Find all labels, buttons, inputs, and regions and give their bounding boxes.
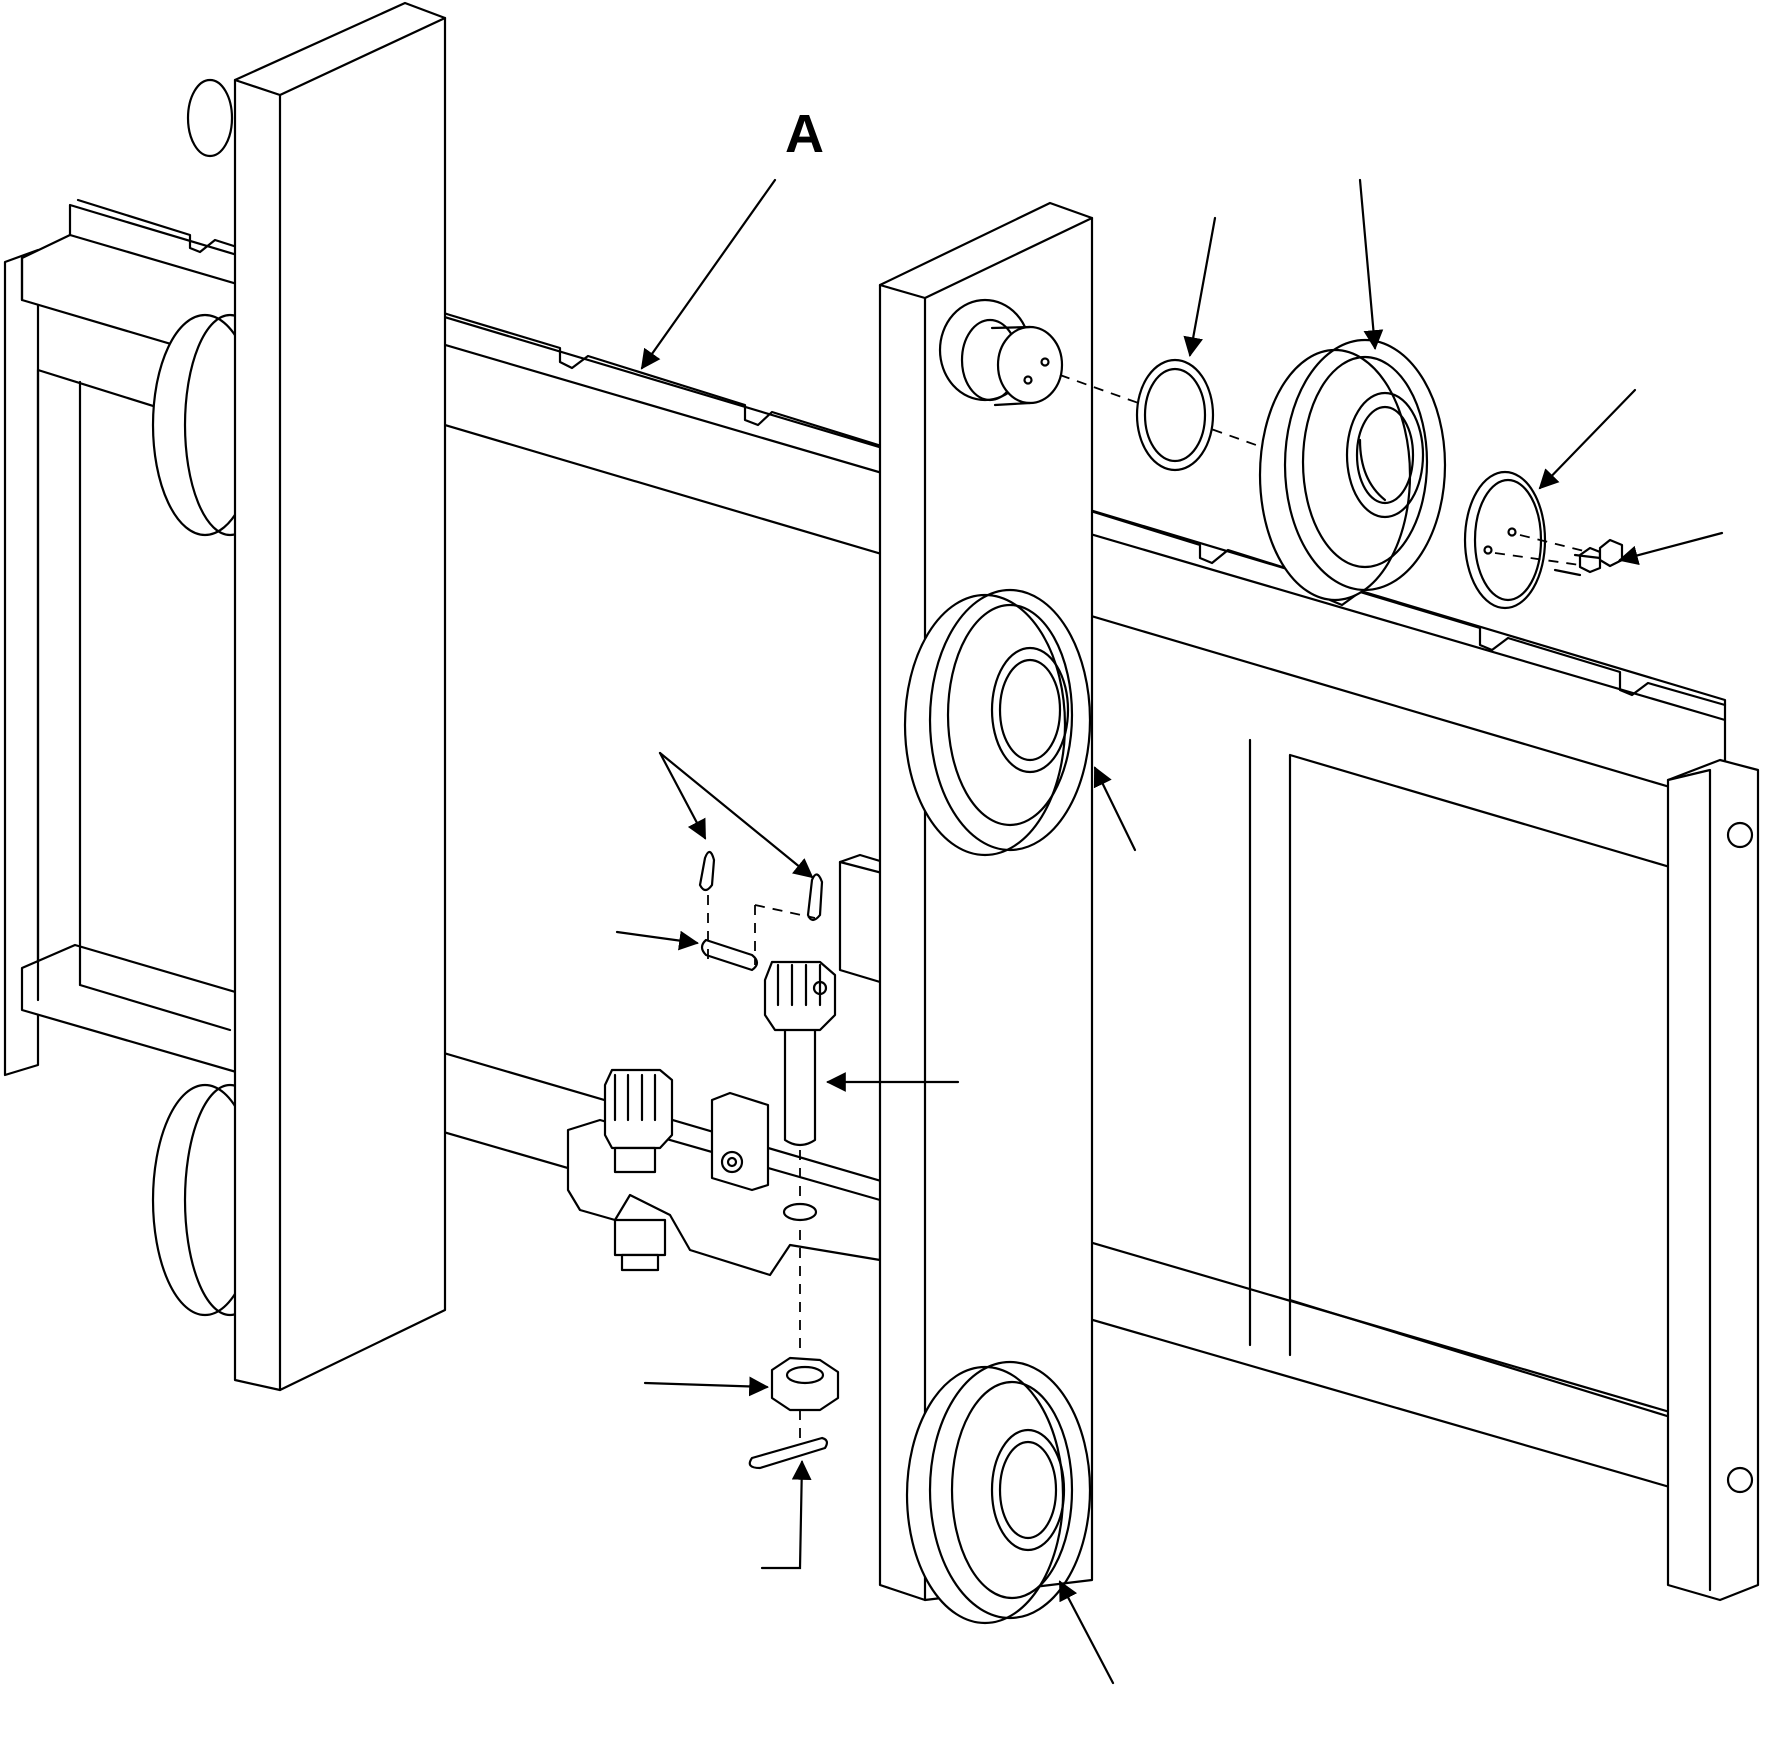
upper-clevis [763,960,837,1032]
leader-lines [615,178,1724,1685]
right-middle-roller [903,588,1092,857]
roller-stub-shaft [938,298,1064,407]
leader-roller [1358,178,1384,350]
bottom-cotter-pin [748,1436,829,1470]
leader-snap-ring [1183,216,1217,357]
left-upper-roller [151,313,277,537]
leader-bottom-cotter-pin [760,1460,812,1570]
end-post-lower-gear-icon [1726,1466,1754,1494]
leader-cotter-pin-a [658,751,707,840]
right-bottom-roller [905,1360,1092,1625]
frame-left-end-block [3,248,40,1077]
leader-bottom-roller [1058,1580,1115,1685]
left-fork-plate [186,1,447,1392]
frame-right-end-post [1666,758,1760,1602]
retainer-plate [1463,470,1547,610]
cotter-pin-left [698,850,716,892]
right-fork-plate [878,201,1094,1602]
frame-slot-strip [76,198,1727,707]
view-callout-label: A [785,104,824,164]
exploded-roller [1258,338,1447,602]
socket-screw-icon [720,1150,744,1174]
leader-cotter-pin-b [658,751,814,879]
leader-frame [640,178,777,370]
leader-retainer-plate [1538,388,1637,490]
vertical-pin [783,1023,817,1147]
leader-horizontal-pin [615,930,699,951]
leader-middle-roller [1093,766,1137,852]
leader-hex-nut [643,1376,769,1397]
leader-bolts [1618,531,1724,566]
end-post-upper-gear-icon [1726,821,1754,849]
horizontal-pin [700,938,759,972]
retainer-bolts [1553,538,1624,577]
stop-bracket-assembly [566,850,912,1470]
snap-ring [1135,358,1215,472]
stop-block [710,1091,770,1192]
cotter-pin-right [806,873,824,922]
